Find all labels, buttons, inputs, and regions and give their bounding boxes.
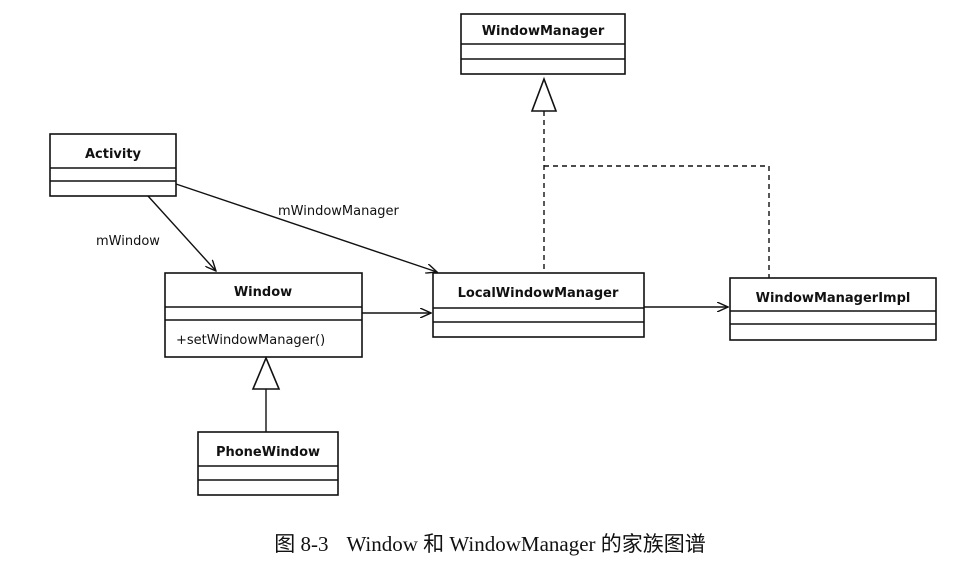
class-box-windowmanager: WindowManager xyxy=(460,13,626,75)
generalization-triangle xyxy=(251,355,281,390)
class-name-window: Window xyxy=(234,285,292,300)
class-name-windowmanager: WindowManager xyxy=(482,24,605,39)
figure-title: Window 和 WindowManager 的家族图谱 xyxy=(346,532,706,556)
class-name-phonewindow: PhoneWindow xyxy=(216,445,320,460)
realization-triangle xyxy=(530,76,558,112)
association-mwindowmanager xyxy=(175,183,437,272)
class-box-phonewindow: PhoneWindow xyxy=(197,431,339,496)
method-setwindowmanager: +setWindowManager() xyxy=(176,333,325,348)
figure-number: 图 8-3 xyxy=(274,532,329,556)
class-name-activity: Activity xyxy=(85,147,142,162)
class-box-window: Window +setWindowManager() xyxy=(164,272,363,358)
role-mwindowmanager: mWindowManager xyxy=(278,204,400,219)
realization-to-windowmanager xyxy=(530,76,770,278)
class-box-activity: Activity xyxy=(49,133,177,197)
association-mwindow xyxy=(147,195,216,271)
generalization-phonewindow-window xyxy=(251,355,281,432)
class-box-windowmanagerimpl: WindowManagerImpl xyxy=(729,277,937,341)
class-name-localwindowmanager: LocalWindowManager xyxy=(458,286,619,301)
role-mwindow: mWindow xyxy=(96,234,160,249)
class-name-windowmanagerimpl: WindowManagerImpl xyxy=(756,291,911,306)
class-box-localwindowmanager: LocalWindowManager xyxy=(432,272,645,338)
figure-caption: 图 8-3 Window 和 WindowManager 的家族图谱 xyxy=(0,528,980,558)
